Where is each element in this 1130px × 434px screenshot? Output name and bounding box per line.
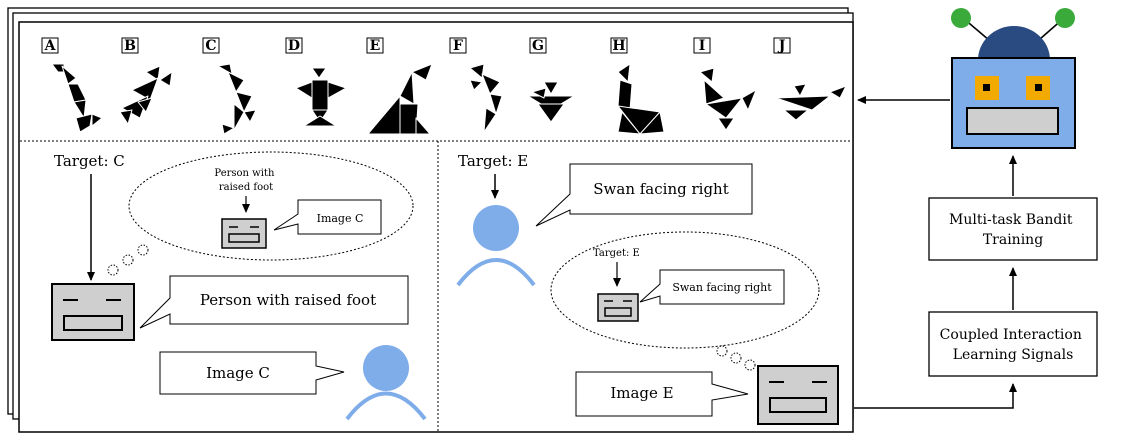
- robot-icon: [951, 8, 1076, 149]
- right-thought-dot: [716, 345, 728, 357]
- right-speaker-bubble: [535, 163, 753, 227]
- tangram-figure-d: [295, 67, 347, 127]
- left-listener-reply: Image C: [206, 364, 270, 382]
- tangram-label-j: J: [777, 38, 786, 54]
- left-thought-caption: Person with raised foot: [214, 168, 277, 193]
- tangram-label-a: A: [44, 38, 57, 54]
- right-listener-reply: Image E: [610, 384, 673, 402]
- right-listener-bubble: [575, 371, 749, 417]
- tangram-label-i: I: [699, 38, 706, 54]
- right-thought-dot: [730, 352, 742, 364]
- left-thought-dot: [107, 264, 119, 276]
- left-listener-person: [345, 345, 427, 421]
- tangram-figure-a: [51, 63, 103, 133]
- tangram-figure-f: [469, 63, 503, 133]
- left-speaker-robot: [51, 283, 135, 341]
- tangram-label-b: B: [124, 38, 136, 54]
- left-thought-reply: Image C: [317, 212, 364, 225]
- tangram-figure-e: [367, 63, 433, 135]
- right-thought-robot: [597, 293, 639, 322]
- tangram-label-d: D: [288, 38, 300, 54]
- tangram-label-h: H: [612, 38, 625, 54]
- left-speaker-bubble: [139, 275, 409, 329]
- right-listener-robot: [757, 365, 839, 425]
- robot-antenna-right: [1055, 8, 1075, 28]
- signals-label: Coupled Interaction Learning Signals: [940, 327, 1087, 363]
- right-thought-message: Swan facing right: [672, 281, 772, 294]
- right-speaker-person: [456, 205, 536, 287]
- right-speaker-message: Swan facing right: [593, 180, 728, 198]
- tangram-label-c: C: [205, 38, 216, 54]
- left-listener-bubble: [159, 351, 345, 395]
- left-target-label: Target: C: [54, 152, 125, 170]
- tangram-figure-h: [617, 63, 665, 135]
- robot-mouth: [966, 107, 1059, 135]
- robot-antenna-left: [951, 8, 971, 28]
- signals-box: [928, 311, 1098, 377]
- right-thought-target: Target: E: [593, 248, 640, 259]
- tangram-label-e: E: [370, 38, 381, 54]
- robot-dome: [978, 26, 1050, 60]
- tangram-label-row: A B C D E F G H I J: [41, 37, 791, 54]
- tangram-label-g: G: [532, 38, 544, 54]
- tangram-figure-b: [119, 65, 173, 125]
- training-box: [928, 197, 1098, 261]
- right-target-label: Target: E: [458, 152, 528, 170]
- left-thought-dot: [122, 254, 134, 266]
- right-thought-dot: [744, 359, 756, 371]
- panel-to-signals-connector: [854, 383, 1017, 409]
- tangram-figure-j: [775, 83, 847, 121]
- right-thought-bubble: [639, 269, 785, 305]
- tangram-figure-c: [217, 63, 257, 135]
- left-speaker-message: Person with raised foot: [200, 291, 376, 309]
- left-thought-reply-bubble: [273, 199, 382, 235]
- left-thought-robot: [221, 218, 267, 249]
- tangram-label-f: F: [453, 38, 463, 54]
- tangram-figure-i: [699, 67, 757, 131]
- left-thought-dot: [137, 244, 149, 256]
- tangram-figure-g: [527, 81, 575, 123]
- training-label: Multi-task Bandit Training: [949, 212, 1077, 248]
